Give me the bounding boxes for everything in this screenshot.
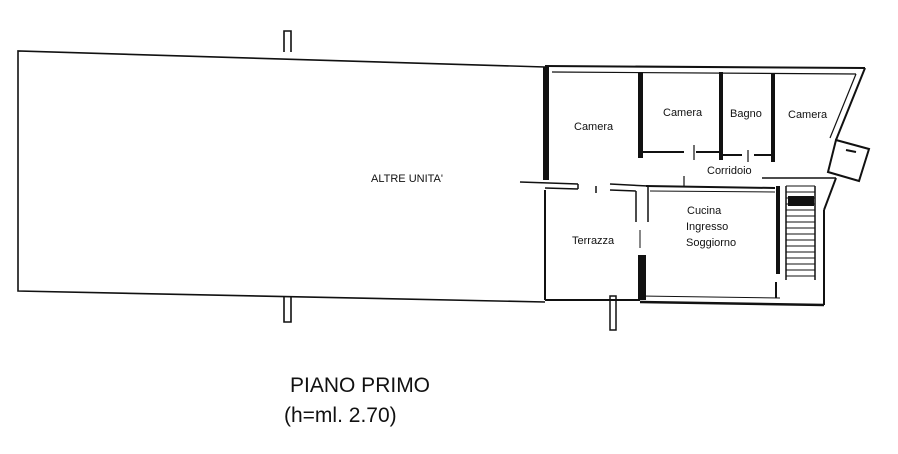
label-corridoio: Corridoio	[707, 165, 752, 177]
label-ingresso: Ingresso	[686, 221, 728, 233]
label-camera-1: Camera	[574, 121, 614, 133]
caption-title: PIANO PRIMO	[290, 374, 430, 397]
interior-walls	[519, 72, 836, 331]
label-bagno: Bagno	[730, 108, 762, 120]
apartment-walls	[543, 65, 866, 307]
label-camera-2: Camera	[663, 107, 703, 119]
label-terrazza: Terrazza	[572, 235, 615, 247]
staircase	[785, 185, 816, 280]
label-camera-3: Camera	[788, 109, 828, 121]
label-cucina: Cucina	[687, 205, 722, 217]
label-soggiorno: Soggiorno	[686, 237, 736, 249]
label-other-units: ALTRE UNITA'	[371, 173, 443, 185]
caption-height: (h=ml. 2.70)	[284, 404, 397, 427]
balcony-box	[826, 138, 871, 183]
other-units-outline	[17, 30, 546, 323]
